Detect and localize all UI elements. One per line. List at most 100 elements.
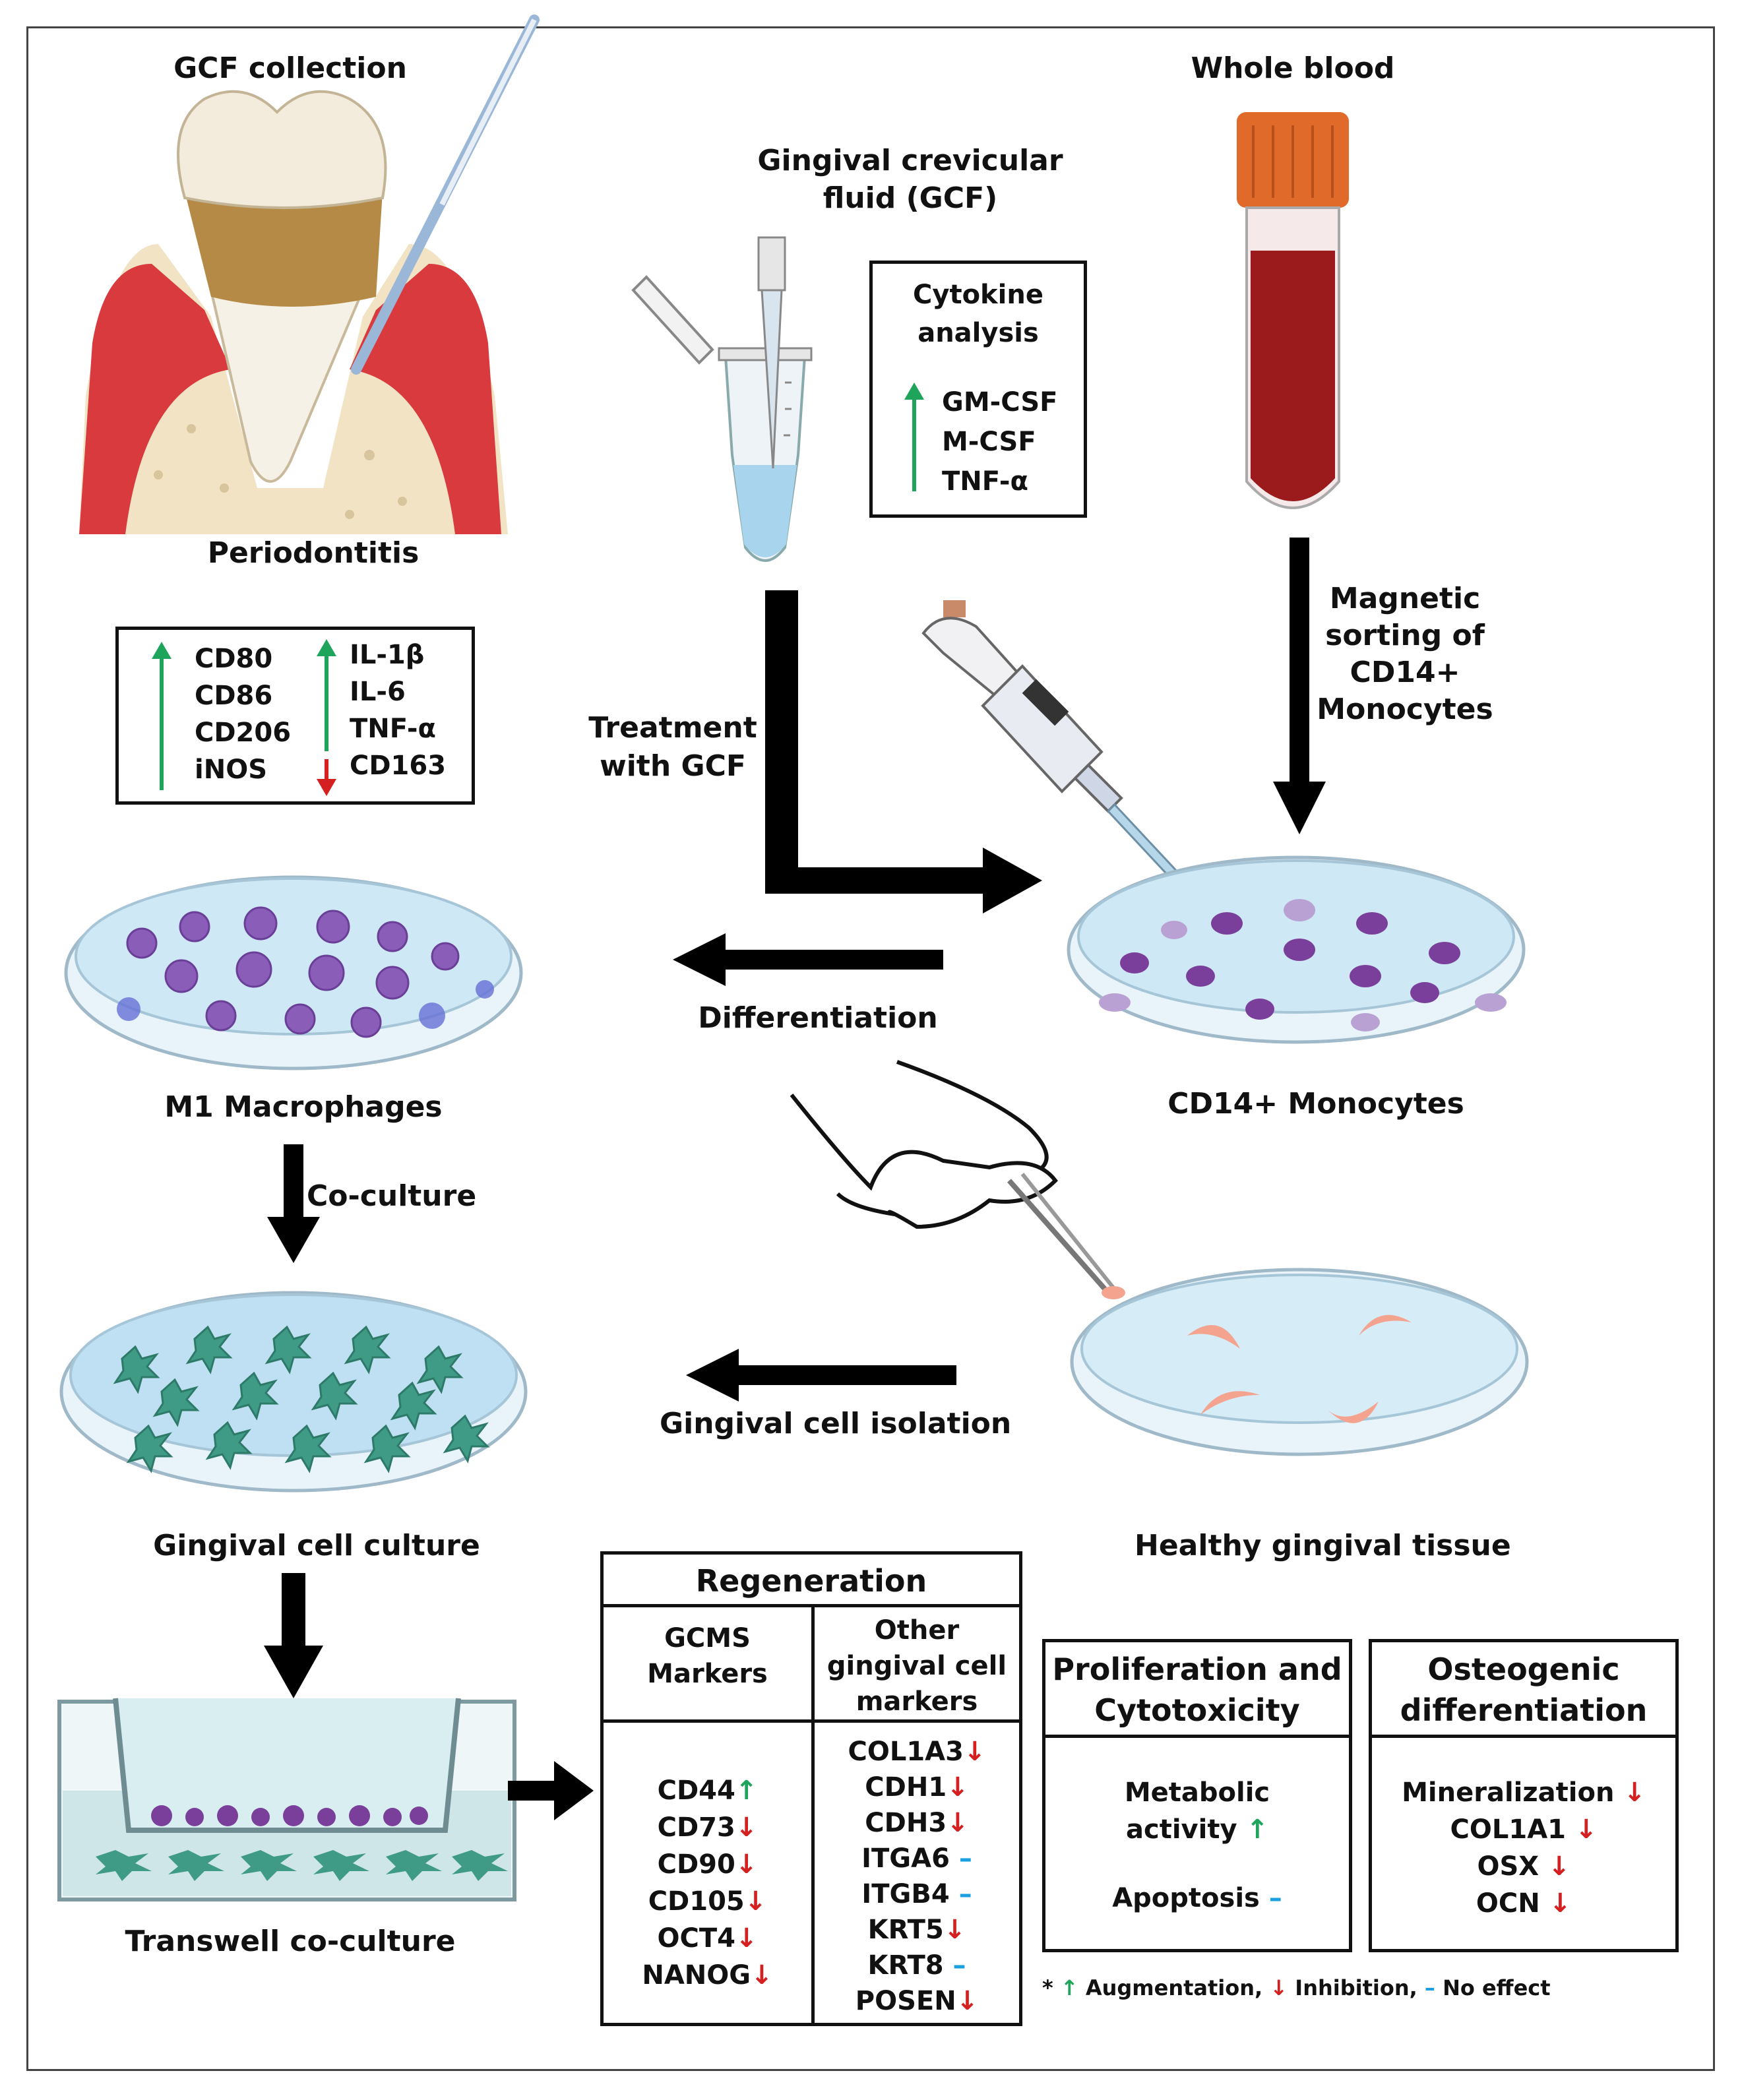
up-arrow-icon [904, 383, 924, 491]
down-arrow-icon: ↓ [1623, 1777, 1646, 1808]
down-arrow-icon [317, 759, 336, 796]
magnetic-line2: sorting of [1325, 619, 1485, 652]
marker-cd86: CD86 [195, 681, 273, 711]
down-arrow-icon: ↓ [1270, 1975, 1288, 2000]
marker-il6: IL-6 [350, 677, 406, 707]
periodontitis-tooth-illustration [79, 15, 540, 534]
no-effect-icon: – [1424, 1975, 1435, 2000]
osteogenic-title-line1: Osteogenic [1427, 1652, 1620, 1687]
list-item: COL1A1 ↓ [1450, 1814, 1598, 1845]
no-effect-icon: – [952, 1950, 966, 1981]
gcf-title-line1: Gingival crevicular [757, 144, 1063, 177]
list-item: ITGB4 – [861, 1879, 972, 1909]
legend: * ↑ Augmentation, ↓ Inhibition, – No eff… [1042, 1975, 1551, 2000]
gcf-title: Gingival crevicular fluid (GCF) [726, 142, 1095, 217]
header-divider [604, 1719, 1019, 1723]
transwell-illustration [57, 1698, 516, 1901]
down-arrow-icon: ↓ [744, 1886, 767, 1917]
gingival-cell-culture-label: Gingival cell culture [153, 1529, 480, 1562]
proliferation-title-line2: Cytotoxicity [1094, 1692, 1300, 1728]
column-divider [811, 1607, 815, 2023]
marker-il1b: IL-1β [350, 640, 425, 670]
gcms-header-line2: Markers [647, 1659, 768, 1689]
apoptosis-label: Apoptosis [1112, 1883, 1260, 1913]
down-arrow-icon: ↓ [947, 1772, 969, 1803]
left-arrow-icon [686, 1349, 956, 1402]
list-item: CD44↑ [657, 1776, 758, 1806]
down-arrow-icon [1273, 538, 1326, 834]
treatment-line1: Treatment [588, 711, 757, 745]
gcf-collection-label: GCF collection [173, 51, 407, 85]
list-item: OSX ↓ [1477, 1851, 1571, 1882]
gcf-tube-illustration [631, 236, 813, 562]
magnetic-sorting-label: Magnetic sorting of CD14+ Monocytes [1313, 580, 1497, 728]
transwell-label: Transwell co-culture [125, 1925, 456, 1958]
cytokine-tnfa: TNF-α [942, 466, 1028, 497]
list-item: NANOG↓ [642, 1960, 773, 1991]
other-header-line1: Other [874, 1615, 960, 1646]
healthy-tissue-dish-illustration [1070, 1268, 1529, 1456]
differentiation-label: Differentiation [698, 1001, 938, 1035]
no-effect-icon: – [958, 1843, 972, 1874]
proliferation-box: Proliferation and Cytotoxicity Metabolic… [1042, 1639, 1352, 1952]
left-arrow-icon [673, 933, 943, 986]
down-arrow-icon: ↓ [735, 1812, 758, 1843]
list-item: COL1A3↓ [848, 1737, 986, 1767]
figure-frame [26, 26, 1715, 2071]
gcf-title-line2: fluid (GCF) [823, 181, 998, 216]
legend-star: * [1042, 1975, 1053, 2000]
down-arrow-icon: ↓ [735, 1849, 758, 1880]
m1-marker-box: CD80 CD86 CD206 iNOS IL-1β IL-6 TNF-α CD… [115, 627, 475, 805]
list-item: ITGA6 – [861, 1843, 972, 1874]
gingival-culture-dish-illustration [59, 1291, 528, 1493]
no-effect-icon: – [958, 1879, 972, 1909]
osteogenic-title: Osteogenic differentiation [1372, 1649, 1675, 1731]
metabolic-activity: Metabolic activity ↑ [1045, 1774, 1349, 1848]
magnetic-line4: Monocytes [1317, 693, 1493, 726]
down-arrow-icon [264, 1573, 323, 1698]
osteogenic-title-line2: differentiation [1400, 1692, 1648, 1728]
list-item: OCT4↓ [657, 1923, 758, 1954]
up-arrow-icon: ↑ [1246, 1814, 1268, 1845]
down-arrow-icon: ↓ [751, 1960, 773, 1991]
m1-macrophages-dish-illustration [64, 875, 523, 1070]
marker-inos: iNOS [195, 755, 267, 785]
cytokine-analysis-box: Cytokine analysis GM-CSF M-CSF TNF-α [869, 261, 1087, 518]
legend-no-effect: No effect [1443, 1975, 1551, 2000]
healthy-tissue-label: Healthy gingival tissue [1135, 1529, 1511, 1562]
periodontitis-label: Periodontitis [207, 536, 420, 570]
cd14-monocytes-label: CD14+ Monocytes [1167, 1087, 1464, 1121]
other-markers-header: Other gingival cell markers [815, 1613, 1019, 1719]
up-arrow-icon: ↑ [735, 1776, 758, 1806]
cytokine-title-line2: analysis [918, 318, 1039, 348]
list-item: CD73↓ [657, 1812, 758, 1843]
cytokine-title-line1: Cytokine [913, 280, 1043, 310]
regeneration-title: Regeneration [604, 1555, 1019, 1607]
treatment-label: Treatment with GCF [580, 709, 765, 786]
no-effect-icon: – [1268, 1883, 1282, 1913]
legend-augmentation: Augmentation, [1085, 1975, 1263, 2000]
gcms-header: GCMS Markers [604, 1621, 811, 1692]
down-arrow-icon: ↓ [943, 1915, 966, 1945]
other-marker-list: COL1A3↓ CDH1↓ CDH3↓ ITGA6 – ITGB4 – KRT5… [815, 1734, 1019, 2019]
list-item: CD105↓ [648, 1886, 767, 1917]
cytokine-gmcsf: GM-CSF [942, 387, 1058, 417]
gingival-cell-isolation-label: Gingival cell isolation [660, 1407, 1012, 1440]
proliferation-divider [1045, 1735, 1349, 1738]
marker-cd80: CD80 [195, 644, 273, 674]
m1-macrophages-label: M1 Macrophages [164, 1090, 443, 1124]
up-arrow-icon [317, 639, 336, 751]
down-arrow-icon: ↓ [956, 1986, 979, 2016]
treatment-arrow-icon [765, 590, 1042, 913]
down-arrow-icon: ↓ [1574, 1814, 1598, 1845]
list-item: OCN ↓ [1476, 1888, 1572, 1919]
osteogenic-divider [1372, 1735, 1675, 1738]
proliferation-title-line1: Proliferation and [1052, 1652, 1342, 1687]
marker-cd163: CD163 [350, 751, 447, 781]
gcms-marker-list: CD44↑ CD73↓ CD90↓ CD105↓ OCT4↓ NANOG↓ [604, 1772, 811, 1994]
down-arrow-icon: ↓ [735, 1923, 758, 1954]
regeneration-table: Regeneration GCMS Markers Other gingival… [600, 1551, 1022, 2026]
list-item: CDH1↓ [865, 1772, 969, 1803]
list-item: Mineralization ↓ [1402, 1777, 1646, 1808]
blood-tube-illustration [1237, 112, 1349, 509]
